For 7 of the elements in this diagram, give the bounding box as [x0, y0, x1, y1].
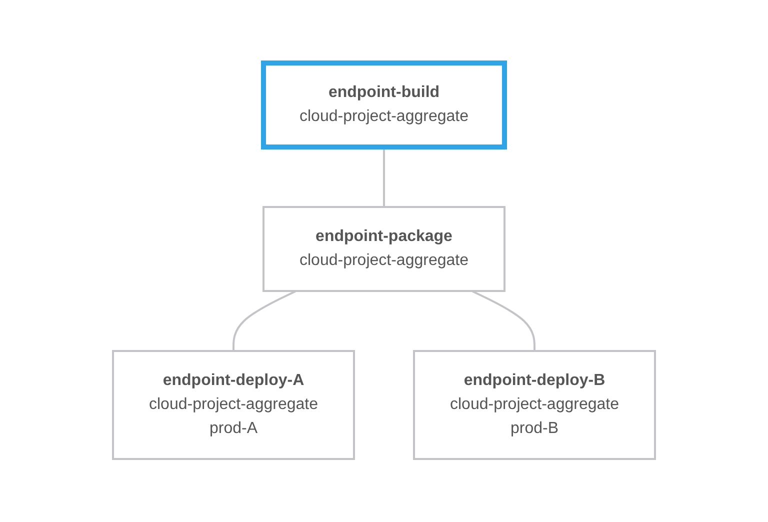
- connector: [471, 290, 536, 351]
- connector: [383, 147, 385, 207]
- connector: [232, 290, 297, 351]
- node-box: endpoint-build cloud-project-aggregate: [261, 60, 507, 150]
- node-box: endpoint-deploy-B cloud-project-aggregate prod-B: [413, 350, 656, 460]
- node-box: endpoint-package cloud-project-aggregate: [262, 206, 506, 292]
- node-box: endpoint-deploy-A cloud-project-aggregate prod-A: [112, 350, 355, 460]
